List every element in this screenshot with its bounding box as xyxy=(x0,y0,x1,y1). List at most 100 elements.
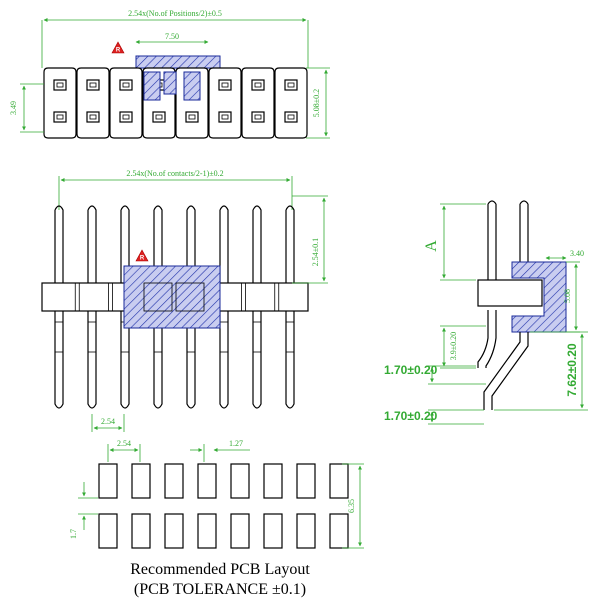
side-tail-offset-label: 3.9±0.20 xyxy=(449,332,458,360)
top-pin-lower-inner xyxy=(188,114,196,120)
front-pin xyxy=(285,205,295,409)
top-pin-lower-inner xyxy=(122,114,130,120)
top-pin-upper xyxy=(86,79,100,91)
top-view: 2.54x(No.of Positions/2)±0.5 7.50 R 3.49… xyxy=(9,9,330,139)
warning-triangle-icon: R xyxy=(111,41,125,54)
top-pin-upper xyxy=(218,79,232,91)
top-housing-cell xyxy=(208,67,242,139)
top-pin-upper-inner xyxy=(56,82,64,88)
pcb-pad xyxy=(230,463,250,499)
pcb-pad-width-label: 1.27 xyxy=(229,439,243,448)
side-a-label: A xyxy=(423,240,440,252)
front-cover-details xyxy=(143,282,205,312)
front-overall-length-label: 2.54x(No.of contacts/2-1)±0.2 xyxy=(126,169,223,178)
side-view: A 3.40 5.08 3.9±0.20 1.70±0.20 1.70±0.20… xyxy=(384,200,588,425)
side-dim-2-label: 7.62±0.20 xyxy=(565,343,579,397)
pcb-pad xyxy=(263,463,283,499)
pcb-pad xyxy=(263,513,283,549)
front-pin-upper xyxy=(219,205,229,283)
pcb-pad xyxy=(329,513,349,549)
pcb-pad xyxy=(230,513,250,549)
pcb-pad xyxy=(164,513,184,549)
top-pin-lower-inner xyxy=(56,114,64,120)
pcb-layout: 2.54 1.27 1.7 6.35 Recommended PCB Layou… xyxy=(69,439,364,598)
front-pin-lower xyxy=(54,311,64,409)
top-pin-upper xyxy=(119,79,133,91)
warning-triangle-icon: R xyxy=(135,249,149,262)
top-pin-lower-inner xyxy=(89,114,97,120)
front-pin-upper xyxy=(252,205,262,283)
front-pin-lower xyxy=(285,311,295,409)
top-pin-lower-inner xyxy=(221,114,229,120)
front-pin-upper xyxy=(87,205,97,283)
front-pin-lower xyxy=(153,311,163,409)
pcb-pad xyxy=(131,513,151,549)
top-cover-hatch xyxy=(143,71,201,101)
top-pin-lower-inner xyxy=(287,114,295,120)
top-pin-upper xyxy=(251,79,265,91)
pcb-pad xyxy=(98,513,118,549)
front-pin-lower xyxy=(186,311,196,409)
top-housing-cell xyxy=(241,67,275,139)
pcb-caption-tolerance: (PCB TOLERANCE ±0.1) xyxy=(134,581,306,598)
top-housing-cell xyxy=(274,67,308,139)
top-pin-lower xyxy=(86,111,100,123)
front-pin-lower xyxy=(219,311,229,409)
pcb-pad xyxy=(197,463,217,499)
front-pin-upper xyxy=(285,205,295,283)
front-pin-upper xyxy=(54,205,64,283)
top-housing-cell xyxy=(43,67,77,139)
pcb-pad xyxy=(197,513,217,549)
top-overall-length-label: 2.54x(No.of Positions/2)±0.5 xyxy=(128,9,222,18)
top-housing-cell xyxy=(109,67,143,139)
pcb-pad xyxy=(329,463,349,499)
top-pin-upper xyxy=(53,79,67,91)
top-pin-lower xyxy=(284,111,298,123)
top-cover-width-label: 7.50 xyxy=(165,32,179,41)
top-pin-lower xyxy=(119,111,133,123)
front-pin xyxy=(219,205,229,409)
top-pin-lower-inner xyxy=(155,114,163,120)
side-dim-3-label: 1.70±0.20 xyxy=(384,409,438,423)
top-housing-outline xyxy=(175,67,209,139)
front-pin-lower xyxy=(252,311,262,409)
top-pin-lower xyxy=(185,111,199,123)
top-housing-outline xyxy=(208,67,242,139)
top-pin-lower-inner xyxy=(254,114,262,120)
pcb-pitch-label: 2.54 xyxy=(117,439,131,448)
top-pin-lower xyxy=(152,111,166,123)
top-height-right-label: 5.08±0.2 xyxy=(312,89,321,117)
top-housing-cell xyxy=(76,67,110,139)
top-housing-row xyxy=(43,67,308,139)
top-height-left-label: 3.49 xyxy=(9,101,18,115)
top-pin-lower xyxy=(218,111,232,123)
front-pitch-label: 2.54 xyxy=(101,417,115,426)
top-pin-upper-inner xyxy=(122,82,130,88)
front-height-label: 2.54±0.1 xyxy=(311,238,320,266)
top-pin-upper-inner xyxy=(89,82,97,88)
front-pin-lower xyxy=(87,311,97,409)
top-housing-outline xyxy=(142,67,176,139)
front-pin-lower xyxy=(120,311,130,409)
pcb-pad xyxy=(296,463,316,499)
top-pin-lower xyxy=(53,111,67,123)
front-view: 2.54x(No.of contacts/2-1)±0.2 R 2.54±0.1… xyxy=(41,169,328,432)
side-dim-1-label: 1.70±0.20 xyxy=(384,363,438,377)
front-pin xyxy=(252,205,262,409)
top-housing-outline xyxy=(241,67,275,139)
top-housing-outline xyxy=(43,67,77,139)
top-pin-upper-inner xyxy=(287,82,295,88)
top-pin-upper-inner xyxy=(221,82,229,88)
pcb-pad-grid xyxy=(98,463,349,549)
top-pin-lower xyxy=(251,111,265,123)
pcb-pad xyxy=(164,463,184,499)
top-housing-outline xyxy=(109,67,143,139)
pcb-pad-height-label: 1.7 xyxy=(69,529,78,539)
front-pin xyxy=(54,205,64,409)
pcb-pad xyxy=(296,513,316,549)
side-cover-width-label: 3.40 xyxy=(570,249,584,258)
pcb-row-span-label: 6.35 xyxy=(347,499,356,513)
top-pin-upper-inner xyxy=(254,82,262,88)
svg-text:R: R xyxy=(140,256,145,262)
